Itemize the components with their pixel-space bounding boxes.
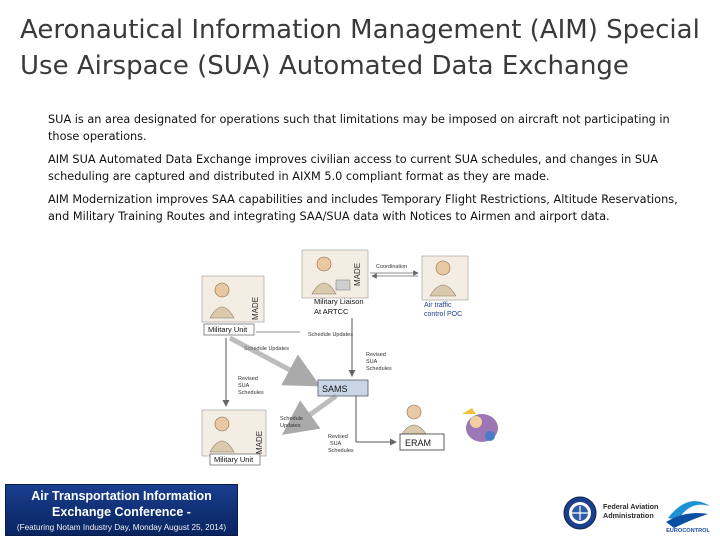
label-revised-bottom-3: Schedules xyxy=(328,448,354,454)
conference-line3: (Featuring Notam Industry Day, Monday Au… xyxy=(16,523,227,532)
conference-line2: Exchange Conference - xyxy=(52,505,191,519)
military-unit-top-figure: MADE xyxy=(201,275,265,323)
made-badge-unit-bottom: MADE xyxy=(255,431,264,454)
label-revised-right-1: Revised xyxy=(366,352,386,358)
sua-data-flow-diagram: MADE Military Liaison At ARTCC Air traff… xyxy=(196,246,526,470)
bullet-sua-definition: SUA is an area designated for operations… xyxy=(48,113,670,143)
label-revised-right-2: SUA xyxy=(366,359,378,365)
faa-wordmark: Federal Aviation Administration xyxy=(603,502,669,520)
faa-line2: Administration xyxy=(603,511,654,520)
label-at-artcc: At ARTCC xyxy=(314,307,349,316)
label-coordination: Coordination xyxy=(376,264,407,270)
label-schedule-updates-left: Schedule Updates xyxy=(244,346,289,352)
label-military-unit-top: Military Unit xyxy=(208,325,248,334)
label-revised-bottom-2: SUA xyxy=(330,441,342,447)
label-eram: ERAM xyxy=(405,438,431,448)
sams-box xyxy=(317,379,369,397)
label-revised-right-3: Schedules xyxy=(366,366,392,372)
made-badge-liaison: MADE xyxy=(353,263,362,286)
military-unit-bottom-figure: MADE xyxy=(201,409,267,457)
bullet-list: SUA is an area designated for operations… xyxy=(48,112,688,232)
bullet-data-exchange: AIM SUA Automated Data Exchange improves… xyxy=(48,153,659,183)
slide-footer: Air Transportation Information Exchange … xyxy=(0,478,720,540)
pilot-clipart-icon xyxy=(462,408,498,442)
made-badge-unit-top: MADE xyxy=(251,297,260,320)
label-sams: SAMS xyxy=(322,384,348,394)
slide-title: Aeronautical Information Management (AIM… xyxy=(20,15,700,81)
label-military-unit-bottom: Military Unit xyxy=(214,455,254,464)
label-revised-left-2: SUA xyxy=(238,383,250,389)
label-revised-left-1: Revised xyxy=(238,376,258,382)
faa-seal-icon xyxy=(563,496,597,530)
label-air-traffic: Air traffic xyxy=(424,302,452,309)
label-military-liaison: Military Liaison xyxy=(314,297,364,306)
eram-box xyxy=(399,433,445,451)
eurocontrol-logo-icon xyxy=(666,501,710,528)
faa-line1: Federal Aviation xyxy=(603,502,659,511)
air-traffic-control-figure xyxy=(421,255,469,301)
label-control-poc: control POC xyxy=(424,311,462,318)
label-schedule-updates-bottom-2: Updates xyxy=(280,423,301,429)
label-schedule-updates-top: Schedule Updates xyxy=(308,332,353,338)
label-revised-left-3: Schedules xyxy=(238,390,264,396)
conference-line1: Air Transportation Information xyxy=(31,489,212,503)
bullet-aim-modernization: AIM Modernization improves SAA capabilit… xyxy=(48,193,678,223)
label-revised-bottom-1: Revised xyxy=(328,434,348,440)
eram-controller-figure xyxy=(401,404,427,435)
eurocontrol-wordmark: EUROCONTROL xyxy=(666,528,710,534)
label-schedule-updates-bottom-1: Schedule xyxy=(280,416,303,422)
military-liaison-figure: MADE xyxy=(301,249,369,299)
conference-banner: Air Transportation Information Exchange … xyxy=(5,484,238,536)
